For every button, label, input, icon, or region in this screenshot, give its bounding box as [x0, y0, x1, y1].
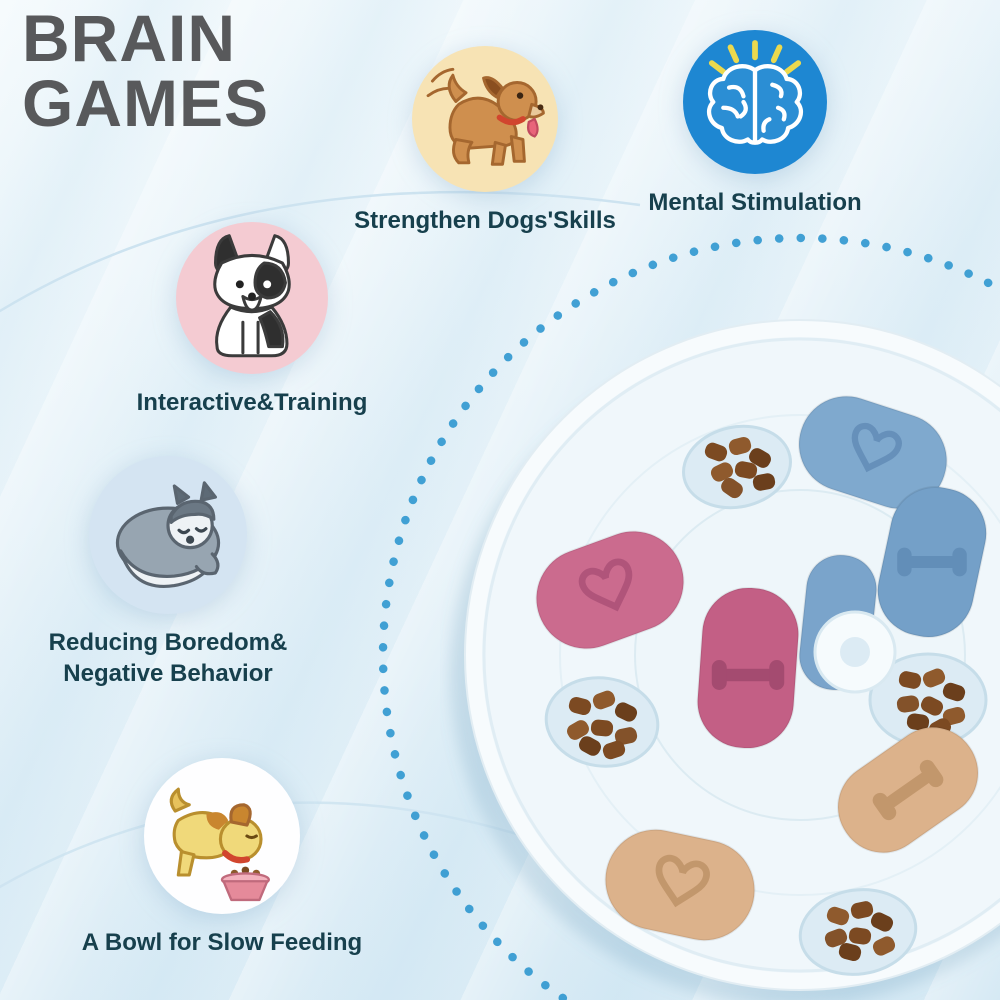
feature-slow-feeding: A Bowl for Slow Feeding [56, 758, 388, 958]
feature-label: Reducing Boredom& Negative Behavior [10, 627, 326, 689]
puzzle-piece-pink-heart [535, 530, 685, 650]
feature-label: Interactive&Training [136, 389, 368, 416]
kibble-cluster [824, 901, 896, 962]
feature-label: Mental Stimulation [648, 189, 862, 216]
feature-label: Strengthen Dogs'Skills [354, 207, 616, 234]
bone-emboss-icon [904, 555, 959, 569]
title-line-1: BRAIN [22, 1, 236, 75]
playing-dog-icon [412, 46, 558, 192]
puzzle-piece-tan-heart [604, 828, 756, 942]
dog-bowl-icon [144, 758, 300, 914]
puzzle-piece-blue-heart [798, 395, 948, 510]
page-title: BRAIN GAMES [22, 1, 270, 140]
kibble-cluster [704, 436, 776, 499]
feature-interactive-training: Interactive&Training [100, 222, 404, 418]
bone-emboss-icon [719, 668, 777, 683]
puzzle-piece-tan-bone [837, 726, 979, 854]
feature-label: A Bowl for Slow Feeding [81, 929, 363, 956]
arc-decoration [0, 190, 641, 313]
feature-mental-stimulation: Mental Stimulation [603, 30, 907, 218]
puzzle-piece-blue-bone [876, 486, 988, 638]
toy-center-hub [813, 610, 897, 694]
feature-reducing-boredom: Reducing Boredom& Negative Behavior [10, 456, 326, 689]
kibble-cluster [567, 690, 638, 760]
feature-label-line-1: Reducing Boredom& [48, 629, 288, 656]
dotted-circle-decoration [378, 233, 1000, 1000]
feature-label-line-2: Negative Behavior [63, 660, 273, 688]
feature-strengthen-skills: Strengthen Dogs'Skills [330, 46, 640, 236]
french-bulldog-icon [176, 222, 328, 374]
sleeping-husky-icon [89, 456, 247, 614]
puzzle-piece-pink-bone [696, 586, 800, 750]
title-line-2: GAMES [22, 65, 270, 140]
dog-puzzle-feeder-photo [450, 319, 1000, 1000]
brain-icon [683, 30, 827, 174]
